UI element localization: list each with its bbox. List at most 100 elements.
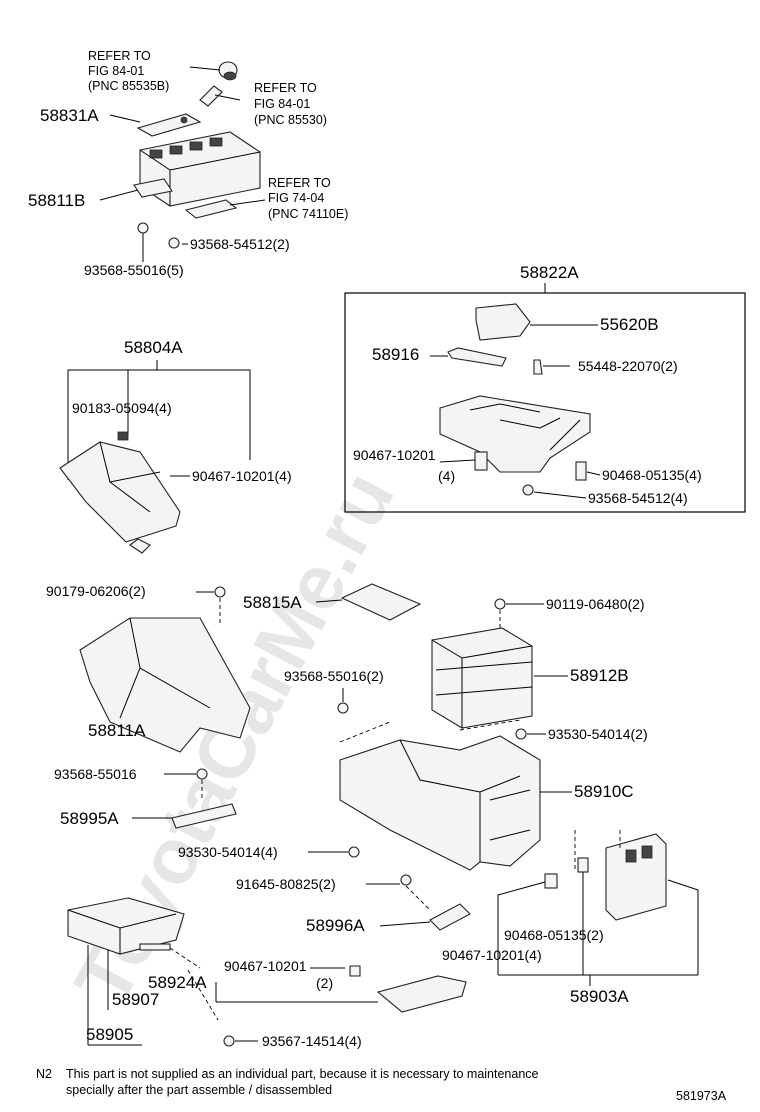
- label-4: (4): [438, 468, 455, 484]
- bracket-58995a[interactable]: [171, 803, 237, 829]
- screw-93568-55016-single[interactable]: [196, 768, 208, 780]
- label-58910c: 58910C: [574, 782, 634, 801]
- label-91645: 91645-80825(2): [236, 876, 336, 892]
- label-58912b: 58912B: [570, 666, 629, 685]
- label-93530-4: 93530-54014(4): [178, 844, 278, 860]
- outlet-2: [641, 845, 653, 859]
- label-90468-4: 90468-05135(4): [602, 467, 702, 483]
- screw-91645[interactable]: [400, 874, 412, 886]
- group-58822a: 58822A 55620B 58916 55448-22070(2) 90467…: [344, 263, 746, 513]
- cover-74110e[interactable]: [184, 199, 238, 219]
- bezel-58804a[interactable]: [59, 441, 181, 543]
- screw-93568-55016[interactable]: [137, 222, 149, 234]
- footnote-line1: This part is not supplied as an individu…: [66, 1067, 539, 1081]
- box-58912b[interactable]: [431, 627, 533, 729]
- label-90467-c: 90467-10201: [224, 958, 307, 974]
- label-58804a: 58804A: [124, 338, 183, 357]
- label-58996a: 58996A: [306, 916, 365, 935]
- group-58804a: 58804A 90183-05094(4) 90467-10201(4): [59, 338, 292, 554]
- label-90183: 90183-05094(4): [72, 400, 172, 416]
- socket-85530[interactable]: [199, 85, 223, 107]
- footnote-mark: N2: [36, 1067, 52, 1081]
- panel-58831a[interactable]: [136, 113, 202, 137]
- label-58903a: 58903A: [570, 987, 629, 1006]
- screw-90119[interactable]: [494, 598, 506, 610]
- ref2-line3: (PNC 85530): [254, 113, 327, 127]
- outlet-1: [625, 849, 637, 863]
- label-2: (2): [316, 975, 333, 991]
- ref1-line2: FIG 84-01: [88, 64, 144, 78]
- label-58822a: 58822A: [520, 263, 579, 282]
- label-90467-4: 90467-10201(4): [192, 468, 292, 484]
- clip-90468[interactable]: [575, 461, 587, 481]
- panel-58811a[interactable]: [79, 617, 251, 753]
- label-90119: 90119-06480(2): [546, 596, 645, 612]
- console-58910c[interactable]: [339, 735, 541, 871]
- clip-90183[interactable]: [117, 431, 129, 441]
- label-90468-2: 90468-05135(2): [504, 927, 604, 943]
- label-93568-55016-5: 93568-55016(5): [84, 262, 184, 278]
- label-90179: 90179-06206(2): [46, 583, 146, 599]
- group-58903a: 90468-05135(2) 90467-10201(4) 58903A: [442, 830, 699, 1006]
- ref3-line1: REFER TO: [268, 176, 331, 190]
- clip-90467-4[interactable]: [129, 538, 151, 554]
- lid-base[interactable]: [376, 975, 467, 1013]
- label-93568-55016: 93568-55016: [54, 766, 137, 782]
- box-58822a: [344, 292, 746, 513]
- label-90467-box: 90467-10201: [353, 447, 436, 463]
- lid-55620b[interactable]: [475, 303, 531, 341]
- screw-93567[interactable]: [223, 1035, 235, 1047]
- label-93568-55016-2: 93568-55016(2): [284, 668, 384, 684]
- housing-tab: [133, 178, 173, 198]
- hinge-58924a[interactable]: [139, 943, 171, 951]
- screw-93530-4[interactable]: [348, 846, 360, 858]
- tray-58822a[interactable]: [439, 395, 591, 473]
- screw-90179[interactable]: [214, 586, 226, 598]
- ref1-line1: REFER TO: [88, 49, 151, 63]
- ref2-line1: REFER TO: [254, 81, 317, 95]
- bracket-58996a[interactable]: [429, 903, 471, 931]
- label-55620b: 55620B: [600, 315, 659, 334]
- clip-90467-c[interactable]: [349, 965, 361, 977]
- clip-90468-2[interactable]: [577, 857, 589, 873]
- ref3-line3: (PNC 74110E): [268, 207, 348, 221]
- label-58905: 58905: [86, 1025, 133, 1044]
- label-58811b: 58811B: [28, 191, 85, 210]
- footnote: N2 This part is not supplied as an indiv…: [36, 1067, 727, 1103]
- panel-hole: [180, 116, 188, 124]
- housing-slot-2: [169, 145, 183, 155]
- housing-slot-4: [209, 137, 223, 147]
- ref2-line2: FIG 84-01: [254, 97, 310, 111]
- screw-93568-54512-4[interactable]: [522, 484, 534, 496]
- label-55448: 55448-22070(2): [578, 358, 678, 374]
- pin-55448[interactable]: [533, 359, 543, 375]
- label-58995a: 58995A: [60, 809, 119, 828]
- bulb-base: [223, 71, 237, 81]
- screw-93568-55016-2[interactable]: [337, 702, 349, 714]
- pad-58916[interactable]: [447, 347, 507, 367]
- housing-slot-1: [149, 149, 163, 159]
- footnote-line2: specially after the part assemble / disa…: [66, 1083, 332, 1097]
- screw-93568-54512[interactable]: [168, 237, 180, 249]
- label-58831a: 58831A: [40, 106, 99, 125]
- label-58811a: 58811A: [88, 721, 146, 740]
- mat-58815a[interactable]: [340, 583, 422, 621]
- clip-90467-4b[interactable]: [544, 873, 558, 889]
- label-93568-54512-2: 93568-54512(2): [190, 236, 290, 252]
- label-93568-54512-4: 93568-54512(4): [588, 490, 688, 506]
- label-90467-4b: 90467-10201(4): [442, 947, 542, 963]
- label-58916: 58916: [372, 345, 419, 364]
- label-58815a: 58815A: [243, 593, 302, 612]
- figure-id: 581973A: [676, 1089, 727, 1103]
- label-58907: 58907: [112, 990, 159, 1009]
- label-93567: 93567-14514(4): [262, 1033, 362, 1049]
- screw-93530-2[interactable]: [515, 728, 527, 740]
- label-93530-2: 93530-54014(2): [548, 726, 648, 742]
- clip-90467[interactable]: [474, 451, 488, 471]
- top-assembly: REFER TO FIG 84-01 (PNC 85535B) REFER TO…: [28, 49, 348, 278]
- console-assembly: 90179-06206(2) 58811A 58815A 90119-06480…: [46, 583, 648, 935]
- ref3-line2: FIG 74-04: [268, 191, 324, 205]
- panel-58903a[interactable]: [605, 833, 667, 921]
